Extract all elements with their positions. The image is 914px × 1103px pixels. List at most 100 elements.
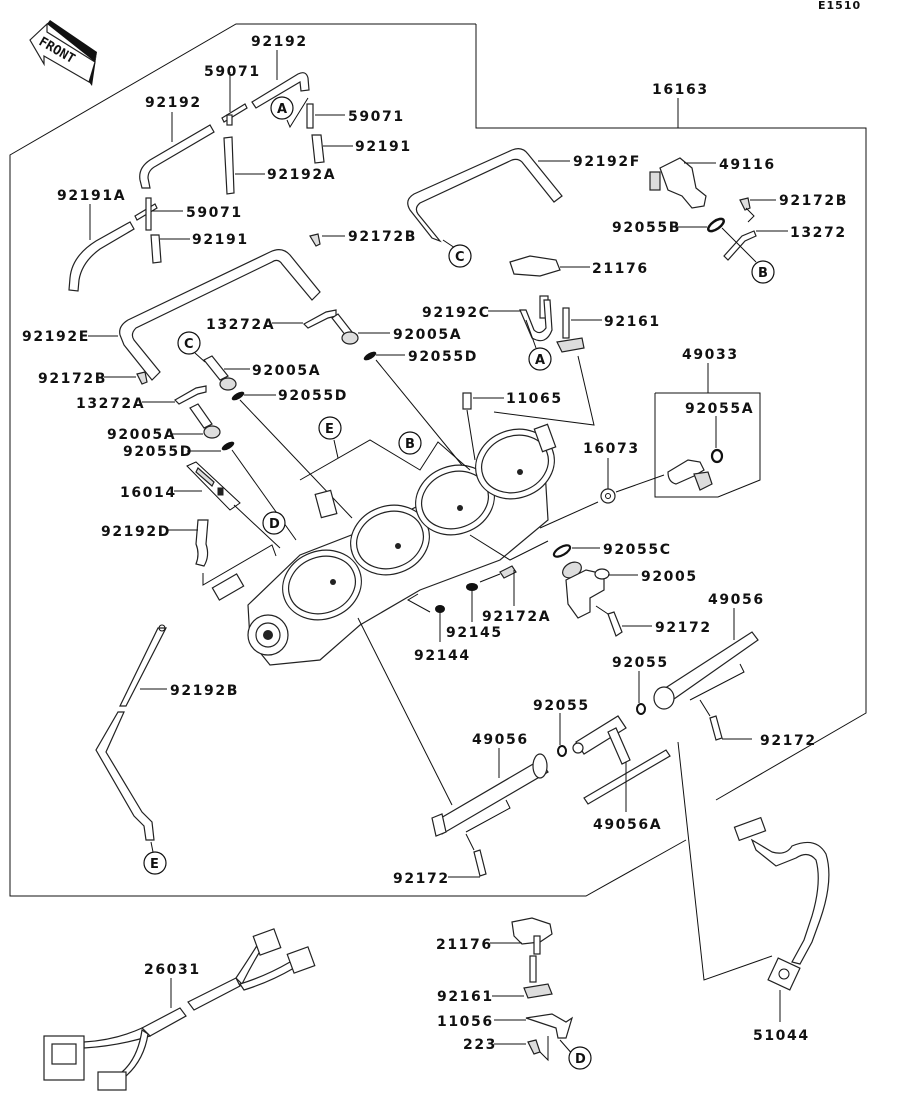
bolt-92172-right xyxy=(699,699,723,741)
label-92191-lower: 92191 xyxy=(192,232,249,248)
bracket-13272A-top xyxy=(303,309,337,329)
label-92005: 92005 xyxy=(641,569,698,585)
screw-223 xyxy=(527,1036,549,1062)
leader-line xyxy=(375,359,467,471)
label-92172-bottom: 92172 xyxy=(393,871,450,887)
label-92005A-mid: 92005A xyxy=(252,363,321,379)
leader-line xyxy=(493,355,595,426)
valve-92161-top xyxy=(556,307,585,353)
oring-92055D-mid xyxy=(231,391,245,401)
label-92172B-mid: 92172B xyxy=(38,371,107,387)
washer-92144 xyxy=(435,605,445,613)
bolt-92172A xyxy=(499,565,517,579)
screw-kit-16014 xyxy=(186,461,241,511)
sensor-21176-bottom xyxy=(511,917,553,955)
svg-text:D: D xyxy=(269,517,280,532)
label-92145: 92145 xyxy=(446,625,503,641)
svg-text:E: E xyxy=(325,422,334,437)
label-92055A: 92055A xyxy=(685,401,754,417)
bolt-92172B-mid xyxy=(136,371,148,385)
joint-49056A xyxy=(572,715,671,805)
hose-92192F xyxy=(407,148,570,243)
assembly-boundary-3 xyxy=(10,839,687,897)
fitting-59071-lower xyxy=(134,197,158,231)
fitting-92005 xyxy=(562,561,610,619)
valve-92161-bottom xyxy=(523,955,553,999)
oring-92055D-low xyxy=(221,441,235,451)
oring-92055B xyxy=(707,217,725,233)
hose-92191-lower xyxy=(150,234,162,264)
label-92191-right: 92191 xyxy=(355,139,412,155)
label-92055D-mid: 92055D xyxy=(278,388,348,404)
ref-marker-A-mid: A xyxy=(525,319,552,371)
hose-92192-left xyxy=(139,112,215,189)
label-49056A: 49056A xyxy=(593,817,662,833)
fitting-92005A-low xyxy=(189,403,221,439)
leader-line xyxy=(233,504,281,549)
label-92172-mid: 92172 xyxy=(655,620,712,636)
label-92172-right: 92172 xyxy=(760,733,817,749)
label-92191A: 92191A xyxy=(57,188,126,204)
leader-line xyxy=(479,573,501,583)
label-92144: 92144 xyxy=(414,648,471,664)
throttle-body-assembly xyxy=(211,423,557,666)
cap-11065 xyxy=(462,392,476,461)
label-92192D: 92192D xyxy=(101,524,171,540)
label-92161-bottom: 92161 xyxy=(437,989,494,1005)
fitting-59071-top xyxy=(221,103,248,126)
label-21176-bottom: 21176 xyxy=(436,937,493,953)
leader-line xyxy=(677,741,773,981)
label-92055B: 92055B xyxy=(612,220,681,236)
bolt-92172B-right xyxy=(739,197,755,223)
label-223: 223 xyxy=(463,1037,497,1053)
label-21176-top: 21176 xyxy=(592,261,649,277)
label-49056-left: 49056 xyxy=(472,732,529,748)
label-92172B-left: 92172B xyxy=(348,229,417,245)
diagram-code: E1510 xyxy=(818,0,861,12)
label-92055-right: 92055 xyxy=(612,655,669,671)
label-92192-left: 92192 xyxy=(145,95,202,111)
oring-92055D-top xyxy=(363,351,377,361)
hose-92192-top xyxy=(251,50,310,109)
bracket-line xyxy=(202,544,277,586)
label-92172B-right: 92172B xyxy=(779,193,848,209)
fitting-59071-right xyxy=(306,103,314,129)
label-26031: 26031 xyxy=(144,962,201,978)
fuel-rail-49056-left xyxy=(431,753,549,837)
assembly-boundary-2 xyxy=(475,24,867,801)
bolt-92172-mid xyxy=(595,605,623,637)
label-92055D-top: 92055D xyxy=(408,349,478,365)
ref-marker-E-hose: E xyxy=(143,841,167,875)
oring-92055C xyxy=(552,544,572,558)
label-92192F: 92192F xyxy=(573,154,641,170)
svg-text:B: B xyxy=(758,266,768,281)
label-11056: 11056 xyxy=(437,1014,494,1030)
front-arrow-icon: FRONT xyxy=(29,20,97,86)
bolt-92172-bottom xyxy=(465,833,487,877)
leader-line xyxy=(357,617,453,806)
svg-text:D: D xyxy=(575,1052,586,1067)
sensor-21176-top xyxy=(509,255,561,319)
label-51044: 51044 xyxy=(753,1028,810,1044)
hose-92192E xyxy=(88,249,321,381)
leader-line xyxy=(469,534,549,561)
ref-marker-A-top: A xyxy=(270,96,309,129)
label-92161-top: 92161 xyxy=(604,314,661,330)
fuel-hose-51044 xyxy=(733,816,830,991)
spring-92145 xyxy=(466,583,478,591)
label-49116: 49116 xyxy=(719,157,776,173)
label-59071-lower: 59071 xyxy=(186,205,243,221)
label-92192A: 92192A xyxy=(267,167,336,183)
ref-marker-B-right: B xyxy=(721,227,775,284)
svg-text:A: A xyxy=(277,102,287,117)
ref-marker-C-top: C xyxy=(442,239,472,268)
ref-marker-D-body: D xyxy=(262,511,286,535)
hose-92192B xyxy=(95,624,167,841)
bracket-11056 xyxy=(525,1013,574,1039)
hose-92192A xyxy=(223,136,235,195)
svg-text:E: E xyxy=(150,857,159,872)
leader-line xyxy=(539,501,599,529)
svg-text:A: A xyxy=(535,353,545,368)
ref-marker-D-bottom: D xyxy=(559,1039,592,1070)
